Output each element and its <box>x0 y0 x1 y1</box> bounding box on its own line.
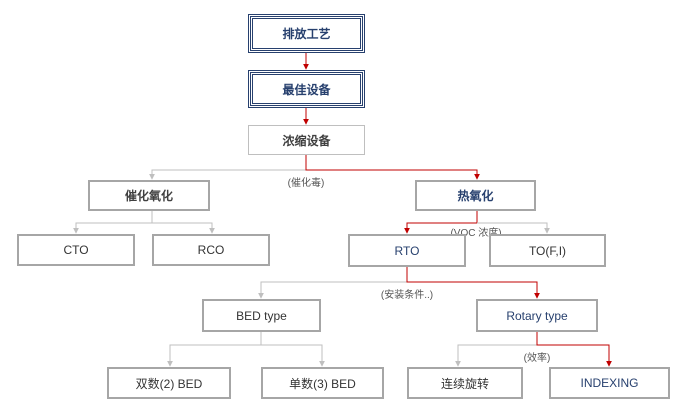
node-to-label: TO(F,I) <box>528 243 567 258</box>
node-exhaust-process-label: 排放工艺 <box>282 27 331 41</box>
edge-bed-to-double <box>167 332 262 367</box>
node-best-equipment: 最佳设备 <box>248 70 365 108</box>
node-indexing-label: INDEXING <box>580 376 639 390</box>
node-rotary-type: Rotary type <box>476 299 598 332</box>
node-double-bed: 双数(2) BED <box>107 367 231 399</box>
node-bed-type: BED type <box>202 299 321 332</box>
node-cto-label: CTO <box>63 243 89 257</box>
node-rto-label: RTO <box>394 243 420 258</box>
node-single-bed: 单数(3) BED <box>261 367 384 399</box>
node-rotary-type-label: Rotary type <box>506 308 568 323</box>
annotation-efficiency: (效率) <box>523 353 551 364</box>
node-rco-label: RCO <box>197 243 225 257</box>
node-continuous-rotation: 连续旋转 <box>407 367 523 399</box>
node-exhaust-process: 排放工艺 <box>248 14 365 53</box>
node-bed-type-label: BED type <box>236 308 287 323</box>
annotation-catalyst-poison: (催化毒) <box>287 178 325 189</box>
edge-concentration-to-thermal <box>305 154 480 180</box>
edge-catalytic-to-rco <box>151 211 215 234</box>
annotation-installation-conditions: (安装条件..) <box>380 290 434 301</box>
edge-rto-to-rotary <box>406 267 540 299</box>
edge-thermal-to-rto <box>404 211 478 234</box>
node-to: TO(F,I) <box>489 234 606 267</box>
edge-catalytic-to-cto <box>73 211 153 234</box>
node-concentration-equipment: 浓缩设备 <box>248 125 365 155</box>
node-catalytic-oxidation-label: 催化氧化 <box>124 189 173 203</box>
node-indexing: INDEXING <box>549 367 670 399</box>
edge-rotary-to-indexing <box>536 332 612 367</box>
node-rco: RCO <box>152 234 270 266</box>
node-best-equipment-label: 最佳设备 <box>282 82 331 97</box>
node-concentration-equipment-label: 浓缩设备 <box>282 133 331 148</box>
node-single-bed-label: 单数(3) BED <box>289 376 356 391</box>
node-cto: CTO <box>17 234 135 266</box>
node-thermal-oxidation-label: 热氧化 <box>457 189 494 203</box>
edge-concentration-to-catalytic <box>149 154 307 180</box>
node-double-bed-label: 双数(2) BED <box>135 376 203 391</box>
node-rto: RTO <box>348 234 466 267</box>
edge-thermal-to-to <box>477 222 550 234</box>
edge-bed-to-single <box>261 344 325 367</box>
node-continuous-rotation-label: 连续旋转 <box>440 376 489 391</box>
annotation-voc-concentration: (VOC 浓度) <box>450 228 502 239</box>
node-thermal-oxidation: 热氧化 <box>415 180 536 211</box>
node-catalytic-oxidation: 催化氧化 <box>88 180 210 211</box>
